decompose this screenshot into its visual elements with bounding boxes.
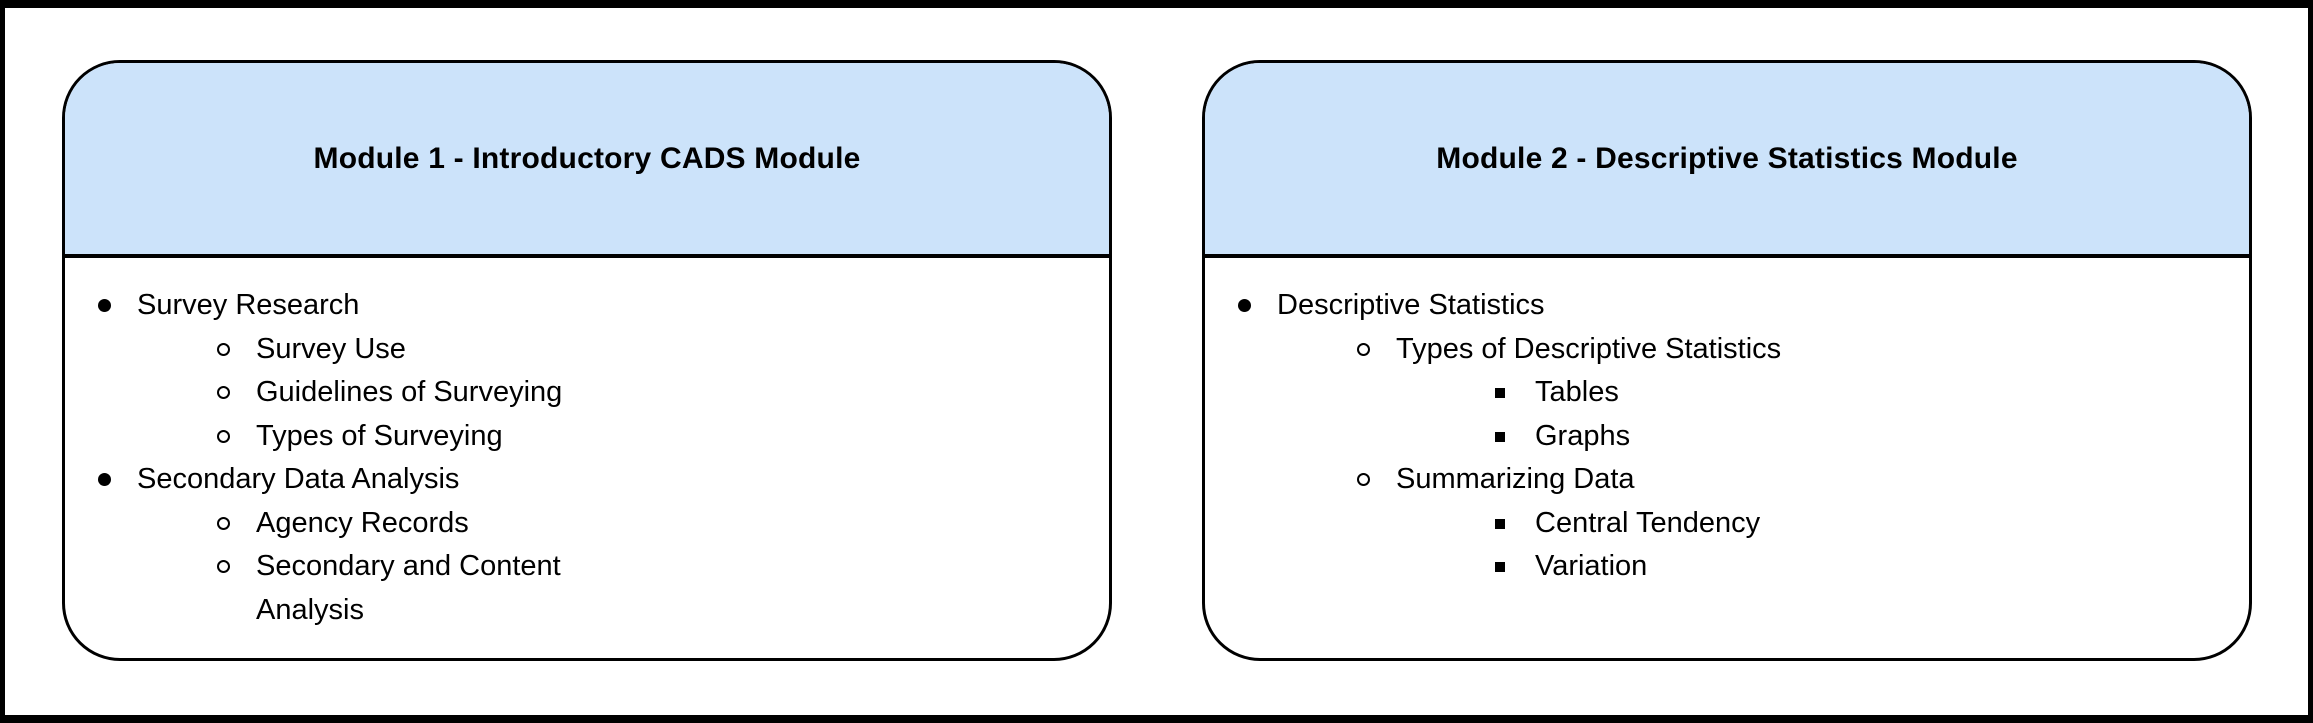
square-bullet-icon: [1495, 562, 1505, 572]
list-item-label: Survey Research: [137, 289, 360, 321]
list-item: Agency Records: [65, 502, 643, 546]
disc-bullet-icon: [98, 299, 111, 312]
list-item: Types of Surveying: [65, 415, 643, 459]
list-item: Survey Research: [65, 284, 643, 328]
list-item: Descriptive Statistics: [1205, 284, 1995, 328]
module-1-header: Module 1 - Introductory CADS Module: [65, 63, 1109, 258]
list-item: Guidelines of Surveying: [65, 371, 643, 415]
module-card-2: Module 2 - Descriptive Statistics Module…: [1202, 60, 2252, 661]
list-item: Survey Use: [65, 328, 643, 372]
module-2-header: Module 2 - Descriptive Statistics Module: [1205, 63, 2249, 258]
square-bullet-icon: [1495, 388, 1505, 398]
circle-bullet-icon: [1357, 473, 1370, 486]
list-item-label: Descriptive Statistics: [1277, 289, 1545, 321]
square-bullet-icon: [1495, 431, 1505, 442]
list-item-label: Secondary and Content Analysis: [256, 550, 561, 626]
list-item: Types of Descriptive Statistics: [1205, 328, 1995, 372]
module-1-title: Module 1 - Introductory CADS Module: [313, 141, 861, 175]
list-item-label: Types of Surveying: [256, 419, 503, 452]
module-card-1: Module 1 - Introductory CADS Module Surv…: [62, 60, 1112, 661]
list-item: Secondary and Content Analysis: [65, 545, 643, 632]
list-item-label: Guidelines of Surveying: [256, 376, 563, 408]
list-item-label: Variation: [1535, 550, 1648, 582]
circle-bullet-icon: [217, 342, 230, 356]
circle-bullet-icon: [217, 560, 230, 573]
disc-bullet-icon: [98, 473, 111, 486]
list-item: Variation: [1205, 545, 1995, 589]
list-item: Tables: [1205, 371, 1995, 415]
list-item-label: Graphs: [1535, 419, 1631, 452]
list-item: Secondary Data Analysis: [65, 458, 643, 502]
circle-bullet-icon: [1357, 342, 1370, 356]
module-2-title: Module 2 - Descriptive Statistics Module: [1436, 141, 2018, 175]
list-item-label: Tables: [1535, 376, 1619, 408]
list-item: Central Tendency: [1205, 502, 1995, 546]
disc-bullet-icon: [1238, 299, 1251, 312]
list-item-label: Types of Descriptive Statistics: [1396, 332, 1782, 365]
list-item-label: Secondary Data Analysis: [137, 463, 460, 495]
list-item: Graphs: [1205, 415, 1995, 459]
list-item-label: Agency Records: [256, 506, 469, 539]
circle-bullet-icon: [217, 516, 230, 530]
circle-bullet-icon: [217, 386, 230, 399]
list-item-label: Survey Use: [256, 332, 406, 365]
list-item-label: Central Tendency: [1535, 506, 1761, 539]
list-item-label: Summarizing Data: [1396, 463, 1635, 495]
square-bullet-icon: [1495, 518, 1505, 529]
circle-bullet-icon: [217, 429, 230, 443]
list-item: Summarizing Data: [1205, 458, 1995, 502]
